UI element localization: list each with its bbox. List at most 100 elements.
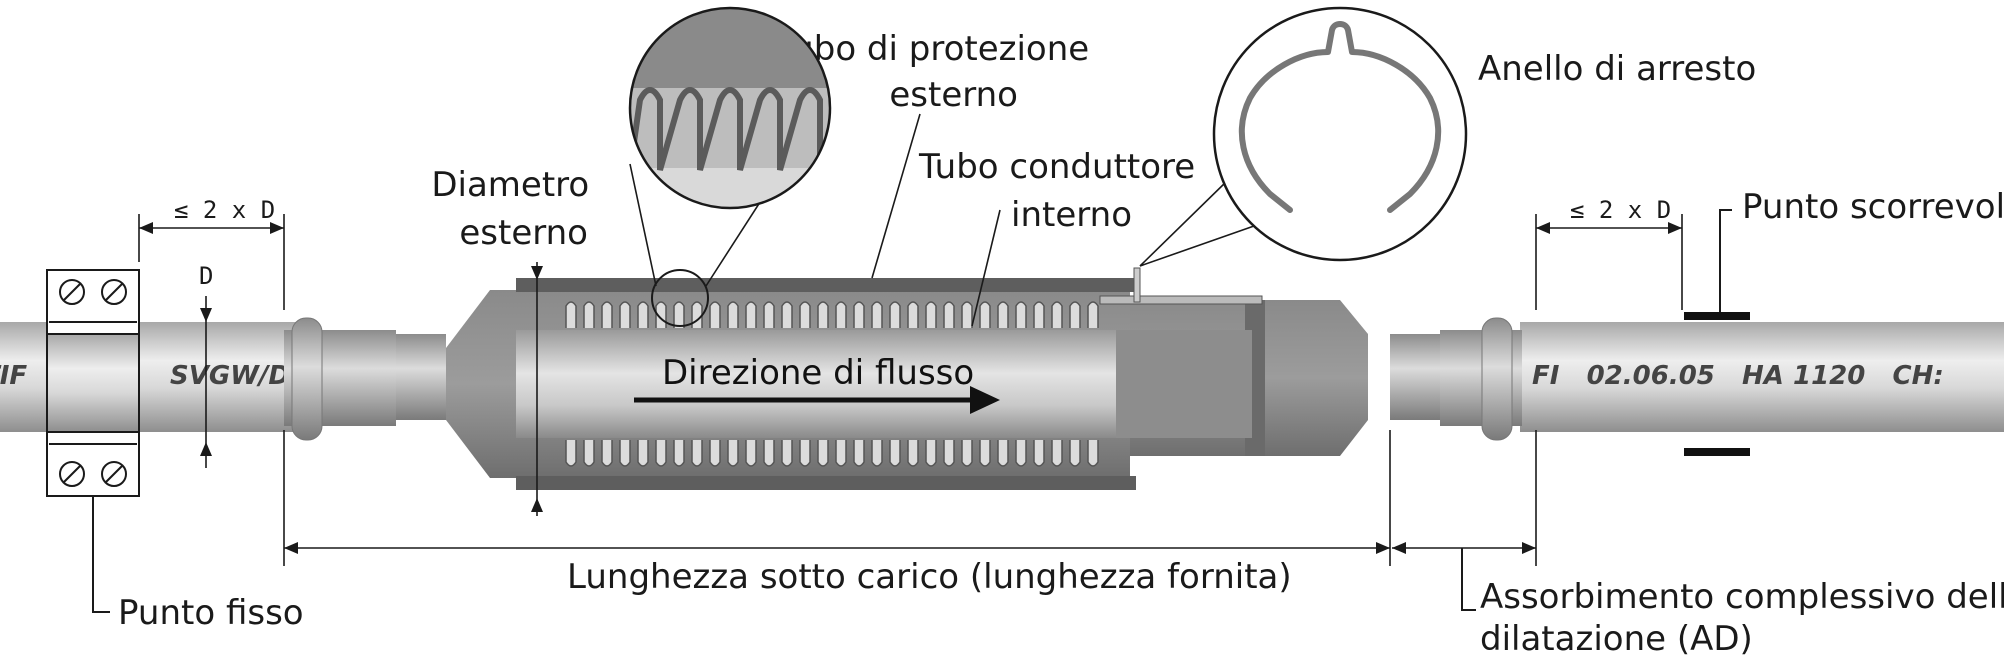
bellows-fold <box>763 440 775 467</box>
total-expansion-line-2: dilatazione (AD) <box>1480 619 1753 659</box>
bellows-fold <box>709 301 721 328</box>
pipe-diameter-label: D <box>199 262 213 290</box>
bellows-fold <box>853 301 865 328</box>
bellows-fold <box>709 440 721 467</box>
bellows-fold <box>727 301 739 328</box>
left-distance-label: ≤ 2 x D <box>174 196 275 224</box>
stop-ring-magnifier <box>1139 6 1468 267</box>
bellows-fold <box>601 440 613 467</box>
left-end-fitting <box>284 317 446 441</box>
bellows-fold <box>979 301 991 328</box>
bellows-fold <box>835 301 847 328</box>
outer-diameter-line-2: esterno <box>459 213 588 253</box>
bellows-fold <box>907 301 919 328</box>
bellows-fold <box>817 440 829 467</box>
bellows-fold <box>1015 440 1027 467</box>
outer-diameter-line-1: Diametro <box>431 165 589 205</box>
bellows-fold <box>745 301 757 328</box>
left-pipe-marking: SVGW/D <box>170 361 290 391</box>
inner-conductor-line-2: interno <box>1011 195 1132 235</box>
fixed-point-label: Punto fisso <box>118 593 304 633</box>
flow-direction-label: Direzione di flusso <box>662 353 974 393</box>
left-pipe-marking-cut: TIF <box>0 361 27 391</box>
bellows-fold <box>817 301 829 328</box>
bellows-fold <box>601 301 613 328</box>
bellows-fold <box>583 301 595 328</box>
bellows-corrugation <box>565 301 1099 467</box>
bellows-fold <box>1087 301 1099 328</box>
left-pipe: TIF SVGW/D <box>0 322 300 432</box>
bellows-fold <box>691 301 703 328</box>
outer-diameter-dimension <box>531 262 543 516</box>
bellows-fold <box>925 301 937 328</box>
stop-ring-icon <box>1238 21 1442 213</box>
bellows-fold <box>673 440 685 467</box>
bellows-fold <box>637 440 649 467</box>
bellows-fold <box>943 440 955 467</box>
bellows-fold <box>727 440 739 467</box>
outer-tube-leader <box>871 113 921 279</box>
bellows-fold <box>979 440 991 467</box>
right-pipe-marking: FI 02.06.05 HA 1120 CH: <box>1532 361 1944 391</box>
right-distance-dimension <box>1535 214 1683 310</box>
bellows-fold <box>889 301 901 328</box>
clamp-screw-icon <box>59 279 127 487</box>
sliding-point-label: Punto scorrevole <box>1742 187 2004 227</box>
bellows-fold <box>763 301 775 328</box>
bellows-fold <box>1033 440 1045 467</box>
outer-tube-label: Tubo di protezione esterno <box>776 29 1100 115</box>
inner-conductor-leader <box>971 209 1001 327</box>
bellows-fold <box>1069 440 1081 467</box>
loaded-length-label: Lunghezza sotto carico (lunghezza fornit… <box>567 557 1292 597</box>
bellows-fold <box>691 440 703 467</box>
bellows-fold <box>781 301 793 328</box>
stop-ring-label: Anello di arresto <box>1478 49 1756 89</box>
bellows-fold <box>961 440 973 467</box>
pipe-diameter-dimension <box>200 296 212 468</box>
bellows-fold <box>619 301 631 328</box>
bellows-fold <box>907 440 919 467</box>
sliding-point-support <box>1684 209 1750 456</box>
bellows-fold <box>565 301 577 328</box>
right-end-fitting <box>1390 317 1522 441</box>
bellows-fold <box>889 440 901 467</box>
bellows-fold <box>1033 301 1045 328</box>
fixed-point-clamp <box>46 269 140 613</box>
bellows-fold <box>565 440 577 467</box>
inner-conductor-tube <box>516 330 1252 438</box>
outer-diameter-label: Diametro esterno <box>431 165 600 253</box>
left-distance-dimension <box>138 214 285 310</box>
bellows-fold <box>925 440 937 467</box>
flow-direction-arrow <box>634 386 1000 414</box>
right-distance-label: ≤ 2 x D <box>1570 196 1671 224</box>
total-expansion-dimension <box>1392 430 1537 611</box>
bellows-fold <box>1051 440 1063 467</box>
bellows-fold <box>583 440 595 467</box>
bellows-fold <box>637 301 649 328</box>
bellows-fold <box>871 440 883 467</box>
bellows-fold <box>853 440 865 467</box>
bellows-fold <box>619 440 631 467</box>
inner-conductor-label: Tubo conduttore interno <box>918 147 1206 235</box>
loaded-length-dimension <box>283 430 1391 566</box>
bellows-fold <box>997 301 1009 328</box>
inner-conductor-line-1: Tubo conduttore <box>918 147 1195 187</box>
bellows-fold <box>1087 440 1099 467</box>
bellows-fold <box>871 301 883 328</box>
right-pipe: FI 02.06.05 HA 1120 CH: <box>1520 322 2004 432</box>
stop-ring-pin <box>1099 267 1263 305</box>
bellows-fold <box>961 301 973 328</box>
bellows-fold <box>673 301 685 328</box>
bellows-fold <box>1015 301 1027 328</box>
outer-tube-line-1: Tubo di protezione <box>776 29 1090 69</box>
bellows-fold <box>997 440 1009 467</box>
bellows-fold <box>655 440 667 467</box>
bellows-fold <box>799 440 811 467</box>
bellows-fold <box>1069 301 1081 328</box>
bellows-fold <box>835 440 847 467</box>
bellows-fold <box>943 301 955 328</box>
bellows-fold <box>1051 301 1063 328</box>
outer-tube-line-2: esterno <box>889 75 1018 115</box>
bellows-fold <box>781 440 793 467</box>
